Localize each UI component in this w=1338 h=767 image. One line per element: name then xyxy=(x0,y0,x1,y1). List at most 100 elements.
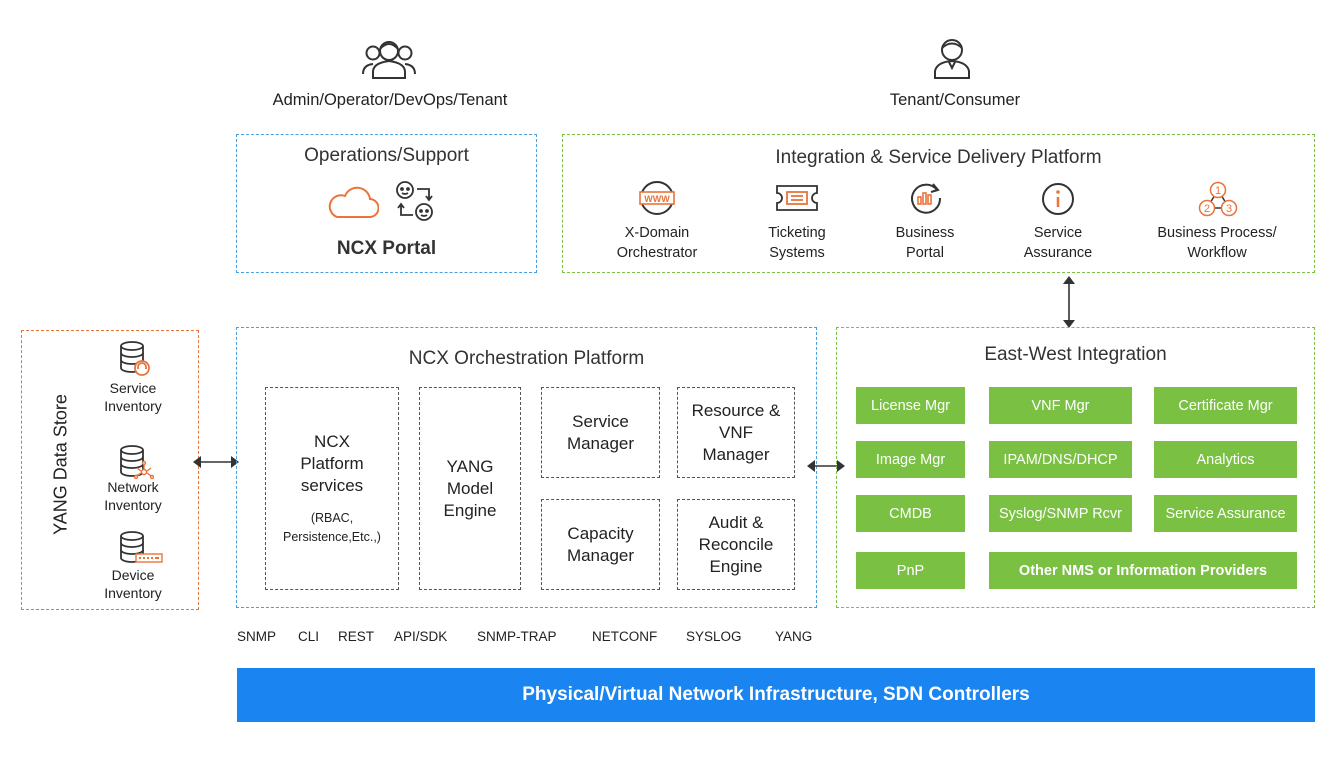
service-assurance-box: Service Assurance xyxy=(1154,495,1297,532)
business-process-line1: Business Process/ xyxy=(1157,225,1277,241)
x-domain-line1: X-Domain xyxy=(624,225,690,241)
platform-services-line1: NCX xyxy=(314,431,350,451)
protocol-syslog: SYSLOG xyxy=(686,629,742,644)
user-icon xyxy=(930,36,974,80)
capacity-manager-box: Capacity Manager xyxy=(541,499,660,590)
protocol-snmp: SNMP xyxy=(237,629,277,644)
east-west-panel: East-West Integration xyxy=(836,327,1315,608)
integration-platform-panel: Integration & Service Delivery Platform xyxy=(562,134,1315,273)
protocol-yang: YANG xyxy=(775,629,813,644)
service-inventory-line1: Service xyxy=(109,380,157,396)
other-nms-box: Other NMS or Information Providers xyxy=(989,552,1297,589)
orchestration-eastwest-arrow xyxy=(806,458,846,474)
orchestration-platform-panel: NCX Orchestration Platform xyxy=(236,327,817,608)
syslog-snmp-rcvr-box: Syslog/SNMP Rcvr xyxy=(989,495,1132,532)
platform-services-line3: services xyxy=(300,475,364,495)
service-manager-box: Service Manager xyxy=(541,387,660,478)
yang-engine-line1: YANG xyxy=(446,456,494,476)
database-headset-icon xyxy=(118,340,152,378)
numbered-steps-icon: 1 2 3 xyxy=(1197,180,1239,218)
chart-gauge-icon xyxy=(907,180,943,216)
protocol-snmp-trap: SNMP-TRAP xyxy=(477,629,557,644)
device-inventory-label: Device Inventory xyxy=(88,566,178,602)
x-domain-line2: Orchestrator xyxy=(616,245,698,261)
operations-support-panel: Operations/Support NCX Portal xyxy=(236,134,537,273)
cmdb-box: CMDB xyxy=(856,495,965,532)
analytics-box: Analytics xyxy=(1154,441,1297,478)
service-inventory-label: Service Inventory xyxy=(88,379,178,415)
yang-data-store-title: YANG Data Store xyxy=(50,394,71,535)
ncx-portal-label: NCX Portal xyxy=(336,238,437,259)
store-orchestration-arrow xyxy=(192,454,240,470)
info-icon xyxy=(1041,182,1075,216)
resource-manager-line3: Manager xyxy=(702,444,770,464)
pnp-box: PnP xyxy=(856,552,965,589)
orchestration-platform-title: NCX Orchestration Platform xyxy=(408,348,645,369)
workflow-faces-icon xyxy=(393,179,437,225)
svg-text:2: 2 xyxy=(1204,203,1210,215)
license-mgr-box: License Mgr xyxy=(856,387,965,424)
east-west-title: East-West Integration xyxy=(984,344,1167,365)
admin-operator-label: Admin/Operator/DevOps/Tenant xyxy=(272,91,508,109)
device-inventory-line1: Device xyxy=(111,567,155,583)
service-assurance-line2: Assurance xyxy=(1023,245,1093,261)
platform-services-sub2: Persistence,Etc.,) xyxy=(283,529,381,544)
business-portal-line1: Business xyxy=(895,225,955,241)
audit-engine-line2: Reconcile xyxy=(698,534,774,554)
tenant-consumer-label: Tenant/Consumer xyxy=(889,91,1021,109)
service-manager-line1: Service xyxy=(572,411,629,431)
ticketing-line2: Systems xyxy=(769,245,825,261)
certificate-mgr-box: Certificate Mgr xyxy=(1154,387,1297,424)
capacity-manager-line1: Capacity xyxy=(567,523,634,543)
service-assurance-line1: Service xyxy=(1033,225,1083,241)
platform-services-line2: Platform xyxy=(300,453,364,473)
svg-text:WWW: WWW xyxy=(644,194,670,204)
ticketing-systems-label: Ticketing Systems xyxy=(737,223,857,263)
audit-engine-line3: Engine xyxy=(709,556,763,576)
capacity-manager-line2: Manager xyxy=(566,545,635,565)
network-inventory-line1: Network xyxy=(107,479,159,495)
image-mgr-box: Image Mgr xyxy=(856,441,965,478)
ticketing-line1: Ticketing xyxy=(768,225,826,241)
business-process-label: Business Process/ Workflow xyxy=(1142,223,1292,263)
protocol-cli: CLI xyxy=(298,629,320,644)
yang-model-engine-box: YANG Model Engine xyxy=(419,387,521,590)
audit-engine-line1: Audit & xyxy=(708,512,764,532)
infrastructure-bar: Physical/Virtual Network Infrastructure,… xyxy=(237,668,1315,722)
ipam-dns-dhcp-box: IPAM/DNS/DHCP xyxy=(989,441,1132,478)
cloud-icon xyxy=(325,183,379,221)
business-portal-label: Business Portal xyxy=(865,223,985,263)
x-domain-orchestrator-label: X-Domain Orchestrator xyxy=(597,223,717,263)
network-inventory-line2: Inventory xyxy=(104,497,162,513)
yang-engine-line2: Model xyxy=(446,478,494,498)
resource-vnf-manager-box: Resource & VNF Manager xyxy=(677,387,795,478)
platform-services-box: NCX Platform services (RBAC, Persistence… xyxy=(265,387,399,590)
database-device-icon xyxy=(118,530,164,568)
service-manager-line2: Manager xyxy=(566,433,635,453)
vnf-mgr-box: VNF Mgr xyxy=(989,387,1132,424)
yang-engine-line3: Engine xyxy=(443,500,497,520)
business-process-line2: Workflow xyxy=(1187,245,1247,261)
yang-data-store-panel xyxy=(21,330,199,610)
operations-support-title: Operations/Support xyxy=(304,145,469,166)
ticket-icon xyxy=(774,183,820,213)
svg-text:3: 3 xyxy=(1226,203,1232,215)
service-inventory-line2: Inventory xyxy=(104,398,162,414)
network-inventory-label: Network Inventory xyxy=(88,478,178,514)
protocol-rest: REST xyxy=(338,629,375,644)
audit-reconcile-engine-box: Audit & Reconcile Engine xyxy=(677,499,795,590)
integration-eastwest-arrow xyxy=(1061,275,1077,329)
database-network-icon xyxy=(118,444,154,482)
device-inventory-line2: Inventory xyxy=(104,585,162,601)
protocol-api-sdk: API/SDK xyxy=(394,629,448,644)
infrastructure-label: Physical/Virtual Network Infrastructure,… xyxy=(522,684,1030,705)
platform-services-sub1: (RBAC, xyxy=(310,510,354,525)
business-portal-line2: Portal xyxy=(906,245,944,261)
www-icon: WWW xyxy=(637,180,677,216)
resource-manager-line2: VNF xyxy=(719,422,753,442)
integration-platform-title: Integration & Service Delivery Platform xyxy=(775,147,1102,168)
svg-text:1: 1 xyxy=(1215,185,1221,197)
user-group-icon xyxy=(360,36,418,80)
resource-manager-line1: Resource & xyxy=(691,400,781,420)
protocol-netconf: NETCONF xyxy=(592,629,658,644)
